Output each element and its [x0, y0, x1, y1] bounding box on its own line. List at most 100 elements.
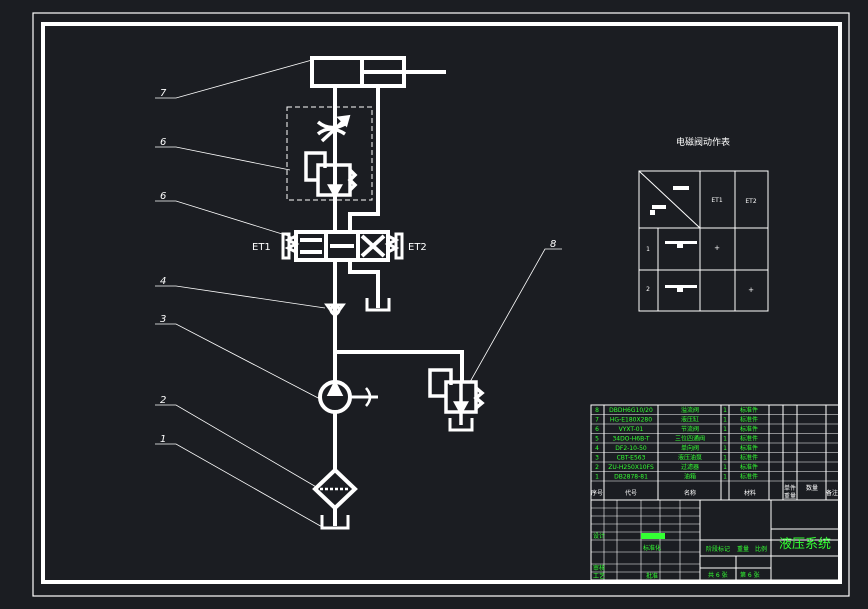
parts-row-note: 标准件 [740, 425, 758, 433]
title-block-scale: 比例 [755, 545, 767, 553]
return-line [348, 260, 380, 308]
callout-4: 4 [160, 276, 166, 287]
hydraulic-cylinder [310, 56, 446, 88]
title-block-check: 批准 [646, 572, 658, 580]
parts-header-note: 备注 [826, 489, 838, 497]
solenoid-label-et1: ET1 [252, 242, 271, 253]
action-table-title: 电磁阀动作表 [676, 136, 730, 148]
title-block-sheet-no: 第 6 张 [740, 571, 760, 579]
cylinder-port-b-line [348, 86, 380, 232]
callout-2: 2 [160, 395, 166, 406]
parts-header-name: 名称 [684, 489, 696, 497]
parts-row-qty: 1 [723, 445, 727, 452]
parts-row-code: VYXT-01 [619, 426, 644, 433]
action-row-2-no: 2 [646, 286, 650, 293]
parts-row-qty: 1 [723, 407, 727, 414]
parts-row-no: 4 [595, 445, 599, 452]
table-corner-mark-mid [652, 205, 666, 209]
parts-row-qty: 1 [723, 436, 727, 443]
callout-leaders [155, 59, 562, 529]
hydraulic-schematic [281, 56, 485, 530]
check-valve [324, 303, 346, 319]
parts-row-code: DBDH6G10/20 [609, 407, 653, 414]
title-block-highlight [641, 533, 665, 539]
title-block-weight: 重量 [737, 545, 749, 553]
parts-row-qty: 1 [723, 474, 727, 481]
parts-header-total: 重量 [784, 492, 796, 500]
parts-row-code: DB2878-81 [614, 474, 648, 481]
throttle-valve-box [286, 106, 373, 201]
row-2-valve-mark-tab [677, 288, 683, 292]
action-row-2-et2: + [748, 286, 754, 294]
parts-row-note: 标准件 [740, 454, 758, 462]
parts-row-qty: 1 [723, 417, 727, 424]
title-block-design: 设计 [593, 532, 605, 540]
title-block-sheet-total: 共 6 张 [708, 571, 728, 579]
parts-row-note: 标准件 [740, 435, 758, 443]
parts-row-note: 标准件 [740, 444, 758, 452]
title-block: 设计 审核 工艺 标准化 批准 阶段标记 重量 比例 共 6 张 第 6 张 液… [590, 499, 840, 581]
parts-row-no: 3 [595, 455, 599, 462]
parts-row-code: CBT-E563 [617, 455, 646, 462]
action-col-et2: ET2 [745, 198, 756, 205]
callout-6b: 6 [160, 191, 166, 202]
action-row-1-no: 1 [646, 246, 650, 253]
parts-row-name: 单向阀 [681, 444, 699, 452]
table-corner-mark-small [650, 210, 655, 215]
parts-row-name: 液压缸 [681, 416, 699, 424]
title-block-standard: 标准化 [643, 544, 661, 552]
parts-row-note: 标准件 [740, 473, 758, 481]
title-block-approve: 审核 [593, 564, 605, 572]
parts-row-note: 标准件 [740, 416, 758, 424]
parts-row-qty: 1 [723, 464, 727, 471]
action-col-et1: ET1 [711, 197, 722, 204]
callout-6a: 6 [160, 137, 166, 148]
action-row-1-et1: + [714, 244, 720, 252]
parts-row-qty: 1 [723, 426, 727, 433]
parts-row-no: 5 [595, 436, 599, 443]
outer-frame [32, 12, 850, 597]
tank-symbol-return [365, 298, 391, 312]
callout-3: 3 [160, 314, 166, 325]
parts-header-qty: 数量 [806, 484, 818, 492]
callout-8: 8 [550, 239, 556, 250]
parts-row-note: 标准件 [740, 406, 758, 414]
throttle-valve [316, 114, 351, 143]
parts-row-name: 液压油泵 [678, 454, 702, 462]
title-block-process: 工艺 [593, 572, 605, 580]
parts-row-no: 6 [595, 426, 599, 433]
drawing-title: 液压系统 [779, 537, 831, 552]
tank-symbol-main [320, 515, 350, 530]
callout-1: 1 [160, 434, 166, 445]
parts-header-code: 代号 [625, 489, 637, 497]
solenoid-label-et2: ET2 [408, 242, 427, 253]
parts-header-no: 序号 [591, 489, 603, 497]
parts-row-name: 油箱 [684, 473, 696, 481]
parts-row-code: 34DO-H6B-T [612, 436, 649, 443]
parts-header-material: 材料 [744, 489, 756, 497]
parts-row-name: 节流阀 [681, 425, 699, 433]
parts-row-no: 1 [595, 474, 599, 481]
parts-row-name: 过滤器 [681, 463, 699, 471]
parts-row-note: 标准件 [740, 463, 758, 471]
callout-labels: 7 6 6 4 3 2 1 8 [160, 88, 556, 445]
callout-7: 7 [160, 88, 167, 99]
row-1-valve-mark-tab [677, 244, 683, 248]
parts-row-no: 7 [595, 417, 599, 424]
parts-row-code: ZU-H250X10FS [608, 464, 654, 471]
parts-row-code: HG-E180X280 [610, 417, 652, 424]
inner-frame [41, 22, 842, 584]
solenoid-action-table: 电磁阀动作表 ET1 ET2 1 2 + + [638, 136, 769, 312]
pressure-reducing-valve [304, 151, 358, 199]
relief-valve [428, 368, 485, 432]
parts-header-weight: 单件 [784, 484, 796, 492]
parts-row-no: 2 [595, 464, 599, 471]
directional-control-valve [281, 230, 404, 262]
parts-row-code: DF2-10-50 [615, 445, 647, 452]
parts-row-no: 8 [595, 407, 599, 414]
parts-row-qty: 1 [723, 455, 727, 462]
relief-branch-line [335, 350, 464, 382]
